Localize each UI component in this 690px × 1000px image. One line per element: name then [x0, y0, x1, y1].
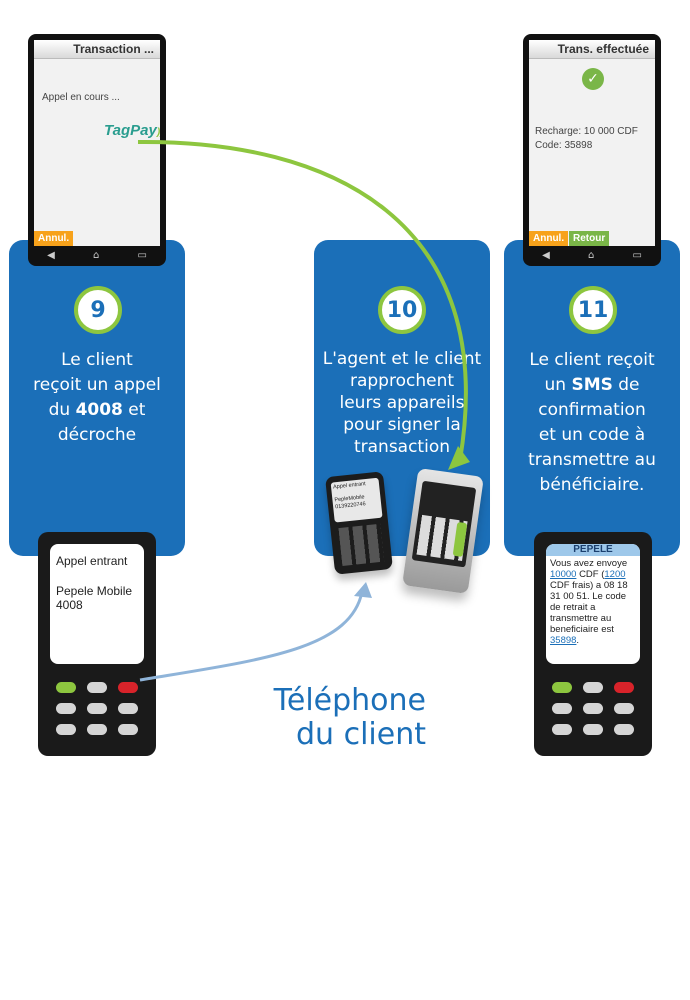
blue-arrow [139, 591, 364, 682]
step-10-text: L'agent et le client rapprochent leurs a… [322, 349, 482, 457]
step-11-number: 11 [569, 286, 617, 334]
key[interactable] [87, 682, 107, 693]
step-9-number: 9 [74, 286, 122, 334]
sms-body: Vous avez envoye 10000 CDF (1200 CDF fra… [550, 558, 628, 646]
recent-apps-icon[interactable]: ▭ [632, 250, 642, 261]
end-call-key[interactable] [118, 682, 138, 693]
key[interactable] [87, 703, 107, 714]
android-nav-bar: ◀ ⌂ ▭ [523, 250, 661, 262]
confirmation-screen: Trans. effectuée ✓ Recharge: 10 000 CDF … [529, 40, 655, 246]
recharge-line: Recharge: 10 000 CDF [535, 126, 638, 137]
agent-smartphone-screen [411, 480, 477, 568]
client-feature-phone-left: Appel entrant Pepele Mobile 4008 [38, 532, 156, 756]
wireless-icon: ))) [156, 127, 160, 138]
incoming-call-label: Appel entrant [56, 554, 128, 568]
client-mobile-screen: Appel entrant PepleMobile 0139220746 [330, 477, 383, 523]
call-key[interactable] [552, 682, 572, 693]
cancel-button[interactable]: Annul. [34, 231, 74, 246]
key[interactable] [118, 724, 138, 735]
key[interactable] [118, 703, 138, 714]
screen-title: Trans. effectuée [529, 40, 655, 59]
cancel-button[interactable]: Annul. [529, 231, 569, 246]
amount-link[interactable]: 10000 [550, 569, 577, 580]
client-mobile-illustration: Appel entrant PepleMobile 0139220746 [325, 471, 393, 575]
caller-name: Pepele Mobile [56, 584, 133, 598]
key[interactable] [583, 703, 603, 714]
agent-phone-left: Transaction ... Appel en cours ... TagPa… [28, 34, 166, 266]
code-line: Code: 35898 [535, 140, 593, 151]
client-feature-phone-right: PEPELE Vous avez envoye 10000 CDF (1200 … [534, 532, 652, 756]
feature-phone-screen: Appel entrant Pepele Mobile 4008 [50, 544, 144, 664]
agent-phone-screen: Transaction ... Appel en cours ... TagPa… [34, 40, 160, 246]
agent-phone-right: Trans. effectuée ✓ Recharge: 10 000 CDF … [523, 34, 661, 266]
home-icon[interactable]: ⌂ [587, 250, 595, 261]
tagpay-logo-text: TagPay [104, 122, 157, 139]
incoming-call-label: Appel entrant [332, 481, 367, 491]
back-button[interactable]: Retour [569, 231, 610, 246]
back-icon[interactable]: ◀ [47, 250, 55, 261]
key[interactable] [552, 724, 572, 735]
sms-header: PEPELE [546, 544, 640, 556]
android-nav-bar: ◀ ⌂ ▭ [28, 250, 166, 262]
caller-number: 4008 [56, 598, 83, 612]
screen-title: Transaction ... [34, 40, 160, 59]
back-icon[interactable]: ◀ [542, 250, 550, 261]
call-key[interactable] [56, 682, 76, 693]
call-status: Appel en cours ... [42, 92, 120, 103]
key[interactable] [583, 682, 603, 693]
key[interactable] [552, 703, 572, 714]
key[interactable] [614, 703, 634, 714]
blue-arrow-head [354, 582, 372, 598]
tagpay-logo: TagPay))) [104, 122, 160, 139]
key[interactable] [87, 724, 107, 735]
step-11-text: Le client reçoit un SMS de confirmation … [528, 350, 656, 495]
key[interactable] [56, 703, 76, 714]
recent-apps-icon[interactable]: ▭ [137, 250, 147, 261]
sms-screen: PEPELE Vous avez envoye 10000 CDF (1200 … [546, 544, 640, 664]
key[interactable] [56, 724, 76, 735]
home-icon[interactable]: ⌂ [92, 250, 100, 261]
withdrawal-code-link[interactable]: 35898 [550, 635, 577, 646]
step-9-text: Le client reçoit un appel du 4008 et déc… [33, 350, 161, 445]
end-call-key[interactable] [614, 682, 634, 693]
step-10-number: 10 [378, 286, 426, 334]
key[interactable] [583, 724, 603, 735]
fee-link[interactable]: 1200 [604, 569, 626, 580]
caption: Téléphone du client [200, 684, 426, 752]
keypad-icon [338, 523, 385, 566]
key[interactable] [614, 724, 634, 735]
caption-line-2: du client [296, 717, 426, 752]
caption-line-1: Téléphone [273, 683, 426, 718]
checkmark-icon: ✓ [582, 68, 604, 90]
